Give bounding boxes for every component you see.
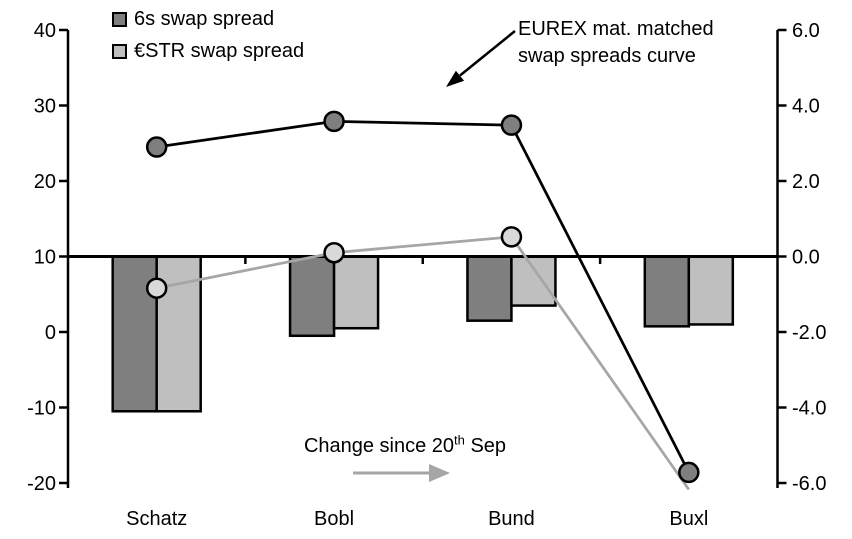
bar (466, 255, 513, 322)
tick-label: 40 (34, 20, 56, 42)
annotation-eurex-line1: EUREX mat. matched (518, 18, 714, 40)
annotation-arrows (353, 30, 516, 482)
legend-label-estr: €STR swap spread (134, 39, 305, 62)
annotation-eurex: EUREX mat. matched swap spreads curve (518, 16, 714, 70)
eurex-arrow-shaft (459, 30, 516, 77)
annotation-change-suffix: Sep (464, 435, 507, 457)
data-point-marker (323, 110, 345, 133)
tick-label: -6.0 (792, 473, 826, 495)
bar (643, 255, 691, 328)
bar (288, 255, 336, 338)
annotation-change-sup: th (454, 432, 465, 448)
data-point-marker (145, 277, 168, 299)
bar (687, 255, 735, 326)
tick-label: Bobl (314, 508, 354, 530)
tick-label: 6.0 (792, 20, 820, 42)
tick-label: 0.0 (792, 247, 820, 269)
tick-label: -10 (27, 398, 56, 420)
legend-swatch-6s-icon (112, 11, 127, 27)
legend: 6s swap spread €STR swap spread (112, 6, 304, 70)
legend-swatch-estr-icon (112, 43, 127, 59)
x-labels: Schatz Bobl Bund Buxl (126, 508, 708, 530)
bar (332, 255, 380, 330)
line-6s (145, 110, 700, 484)
annotation-change: Change since 20th Sep (280, 432, 530, 458)
eurex-arrow-head-icon (446, 70, 465, 87)
legend-label-6s: 6s swap spread (134, 7, 275, 30)
tick-label: 30 (34, 96, 56, 118)
legend-item-estr: €STR swap spread (112, 38, 304, 64)
line-estr (145, 226, 690, 491)
annotation-change-prefix: Change since 20 (303, 435, 455, 457)
tick-label: -20 (27, 473, 56, 495)
data-point-marker (145, 136, 168, 158)
legend-item-6s: 6s swap spread (112, 6, 304, 32)
left-axis: 40 30 20 10 0 -10 -20 (27, 20, 70, 495)
series-line (156, 235, 690, 491)
tick-label: 10 (34, 247, 56, 269)
tick-label: -2.0 (792, 322, 826, 344)
bar (111, 255, 158, 413)
right-axis: 6.0 4.0 2.0 0.0 -2.0 -4.0 -6.0 (776, 20, 826, 495)
bar (510, 255, 557, 307)
data-point-marker (500, 114, 523, 136)
tick-label: Buxl (669, 508, 708, 530)
baseline-axis (68, 255, 778, 264)
annotation-eurex-line2: swap spreads curve (518, 45, 696, 67)
data-point-marker (323, 241, 345, 264)
tick-label: Bund (488, 508, 535, 530)
tick-label: 0 (45, 322, 56, 344)
data-point-marker (678, 461, 700, 484)
tick-label: -4.0 (792, 398, 826, 420)
tick-label: 4.0 (792, 96, 820, 118)
change-arrow-head-icon (429, 464, 450, 482)
tick-label: Schatz (126, 508, 187, 530)
series-line (156, 119, 691, 474)
tick-label: 20 (34, 171, 56, 193)
tick-label: 2.0 (792, 171, 820, 193)
data-point-marker (500, 226, 523, 248)
